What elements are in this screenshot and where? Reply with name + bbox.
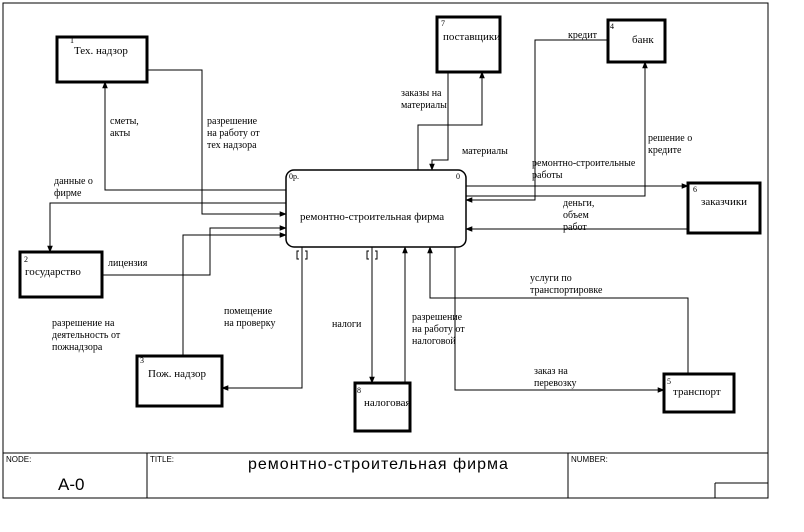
arrow-estimates <box>102 81 286 191</box>
arrow-label-tax-permit: разрешение на работу от налоговой <box>412 312 465 347</box>
arrow-firm-data <box>47 202 286 253</box>
arrow-material-orders <box>417 71 485 170</box>
center-label: ремонтно-строительная фирма <box>300 211 445 223</box>
footer-title-value: ремонтно-строительная фирма <box>248 456 509 473</box>
arrow-materials <box>429 72 449 171</box>
box-number: 7 <box>441 19 445 28</box>
arrow-label-money: деньги, объем работ <box>563 198 595 233</box>
box-label-suppliers: поставщики <box>443 31 501 43</box>
box-suppliers <box>435 15 502 74</box>
box-label-fire: Пож. надзор <box>148 368 207 380</box>
box-label-tax: налоговая <box>364 397 411 409</box>
arrow-label-construction-works: ремонтно-строительные работы <box>532 158 636 181</box>
tunnel-marks <box>296 250 378 260</box>
center-number: 0 <box>456 172 460 181</box>
footer-node-value: A-0 <box>58 475 85 494</box>
box-number: 1 <box>70 36 74 45</box>
box-tech-supervision <box>55 35 149 84</box>
arrow-credit-decision <box>466 61 648 197</box>
box-number: 6 <box>693 185 697 194</box>
arrow-label-license: лицензия <box>108 258 148 269</box>
arrow-transport-services <box>427 246 689 374</box>
box-number: 2 <box>24 255 28 264</box>
arrow-credit <box>465 39 608 203</box>
arrow-label-transport-order: заказ на перевозку <box>534 366 577 389</box>
box-label-gov: государство <box>25 266 81 278</box>
arrow-label-estimates: сметы, акты <box>110 116 139 139</box>
box-label-tech: Тех. надзор <box>74 45 128 57</box>
box-bank <box>606 18 667 64</box>
arrow-label-premises: помещение на проверку <box>224 306 276 329</box>
center-cost: 0р. <box>289 172 299 181</box>
box-number: 5 <box>667 377 671 386</box>
box-number: 4 <box>610 22 614 31</box>
arrow-label-fire-permit: разрешение на деятельность от пожнадзора <box>52 318 121 353</box>
box-government <box>18 250 104 299</box>
footer-frame <box>3 452 768 498</box>
arrow-label-credit: кредит <box>568 30 597 41</box>
arrow-label-transport-services: услуги по транспортировке <box>530 273 603 296</box>
arrow-label-materials: материалы <box>462 146 508 157</box>
arrow-tech-permit <box>147 69 287 217</box>
footer-number-caption: NUMBER: <box>571 455 608 464</box>
page-frame <box>2 2 769 499</box>
arrow-label-firm-data: данные о фирме <box>54 176 93 199</box>
arrow-label-material-orders: заказы на материалы <box>401 88 447 111</box>
box-label-customers: заказчики <box>701 196 748 208</box>
box-label-transport: транспорт <box>673 386 721 398</box>
box-fire-supervision <box>135 354 224 408</box>
box-tax <box>353 381 412 433</box>
box-transport <box>662 372 736 414</box>
arrow-license <box>102 225 287 276</box>
footer-node-caption: NODE: <box>6 455 32 464</box>
box-center-firm <box>285 169 467 248</box>
box-number: 8 <box>357 386 361 395</box>
arrow-premises <box>221 247 303 391</box>
box-label-bank: банк <box>632 34 654 46</box>
box-customers <box>686 181 762 235</box>
arrow-label-taxes: налоги <box>332 319 362 330</box>
arrow-label-tech-permit: разрешение на работу от тех надзора <box>207 116 260 151</box>
box-number: 3 <box>140 356 144 365</box>
arrow-label-credit-decision: решение о кредите <box>648 133 693 156</box>
footer-title-caption: TITLE: <box>150 455 175 464</box>
arrow-fire-permit <box>182 232 287 356</box>
arrow-transport-order <box>454 247 665 393</box>
